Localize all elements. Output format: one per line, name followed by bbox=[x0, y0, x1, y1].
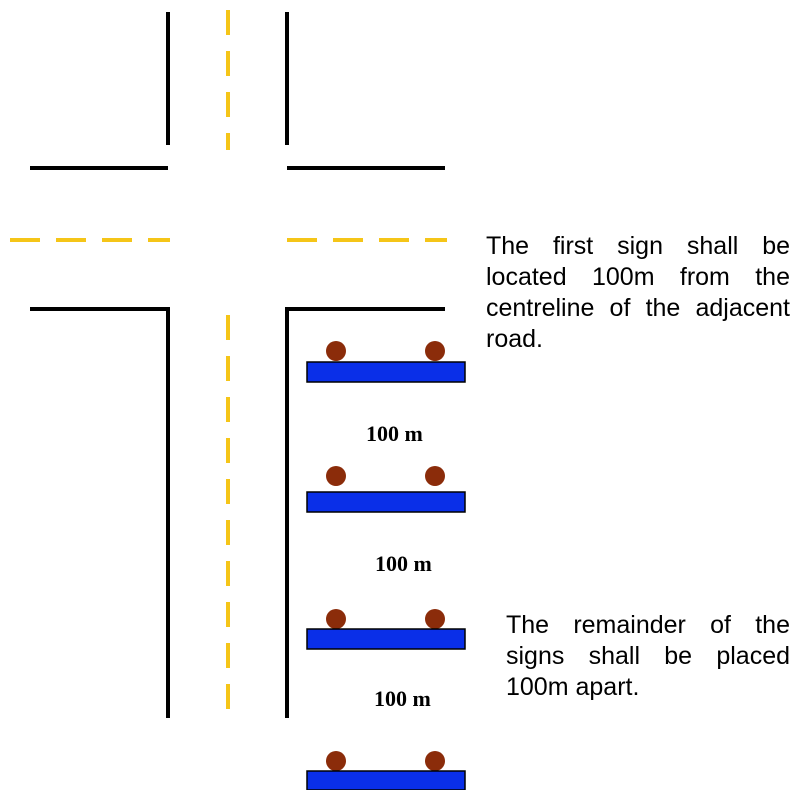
spacing-label: 100 m bbox=[366, 421, 423, 446]
first-sign-note: The first sign shall be located 100m fro… bbox=[486, 232, 790, 353]
south-road-left-edge bbox=[30, 307, 170, 718]
sign-1 bbox=[306, 341, 466, 383]
sign-2 bbox=[306, 466, 466, 513]
sign-post-icon bbox=[425, 609, 445, 629]
spacing-label: 100 m bbox=[374, 686, 431, 711]
sign-post-icon bbox=[326, 751, 346, 771]
sign-post-icon bbox=[425, 341, 445, 361]
sign-post-icon bbox=[425, 466, 445, 486]
spacing-label: 100 m bbox=[375, 551, 432, 576]
sign-post-icon bbox=[425, 751, 445, 771]
sign-3 bbox=[306, 609, 466, 650]
centrelines bbox=[10, 10, 447, 718]
road-edges bbox=[30, 12, 445, 718]
sign-board bbox=[306, 628, 466, 650]
sign-board bbox=[306, 770, 466, 790]
south-road-right-edge bbox=[285, 307, 445, 718]
sign-board bbox=[306, 491, 466, 513]
sign-post-icon bbox=[326, 466, 346, 486]
sign-post-icon bbox=[326, 609, 346, 629]
sign-post-icon bbox=[326, 341, 346, 361]
sign-4 bbox=[306, 751, 466, 790]
sign-board bbox=[306, 361, 466, 383]
remainder-note: The remainder of the signs shall be plac… bbox=[506, 611, 790, 701]
